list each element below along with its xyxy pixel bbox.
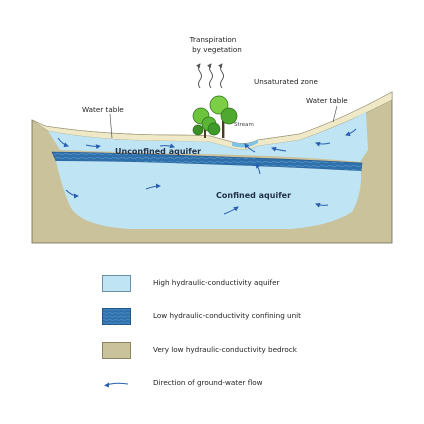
legend-item-aquifer [102,273,131,293]
flow-arrow [255,163,261,175]
water-table-right-label: Water table [306,96,348,105]
unconfined-aquifer-label: Unconfined aquifer [115,147,201,156]
flow-arrow [159,143,175,149]
flow-arrow [315,202,329,208]
flow-arrow [145,183,161,190]
flow-arrows [57,128,357,215]
unsaturated-zone-label: Unsaturated zone [254,77,319,86]
legend-label-confining: Low hydraulic-conductivity confining uni… [153,311,301,320]
flow-arrow-icon [104,382,129,388]
legend-label-bedrock: Very low hydraulic-conductivity bedrock [153,345,297,354]
flow-arrow [315,141,331,147]
unconfined-aquifer [48,112,368,162]
water-table-right-leader [332,105,338,123]
flow-arrow [345,128,357,137]
water-table-left-leader [109,113,113,139]
transpiration-label-2: by vegetation [192,45,242,54]
water-table-left-label: Water table [82,105,124,114]
legend-swatch-aquifer [102,274,131,292]
legend-label-aquifer: High hydraulic-conductivity aquifer [153,278,280,287]
legend-item-bedrock [102,340,131,360]
flow-arrow [271,146,287,152]
vegetation [192,95,238,138]
legend-item-confining [102,306,131,326]
stream-label: Stream [234,122,254,128]
flow-arrow [57,137,69,148]
legend-label-flow: Direction of ground-water flow [153,378,263,387]
transpiration-arrows [196,63,224,89]
flow-arrow [244,143,256,153]
legend-swatch-bedrock [102,341,131,359]
flow-arrow [65,189,79,199]
confined-aquifer [56,161,362,229]
flow-arrow [223,206,239,215]
transpiration-label-1: Transpiration [189,35,237,44]
confined-aquifer-label: Confined aquifer [216,191,291,200]
flow-arrow [85,144,101,150]
legend-swatch-confining [102,307,131,325]
legend-item-flow [102,374,131,394]
